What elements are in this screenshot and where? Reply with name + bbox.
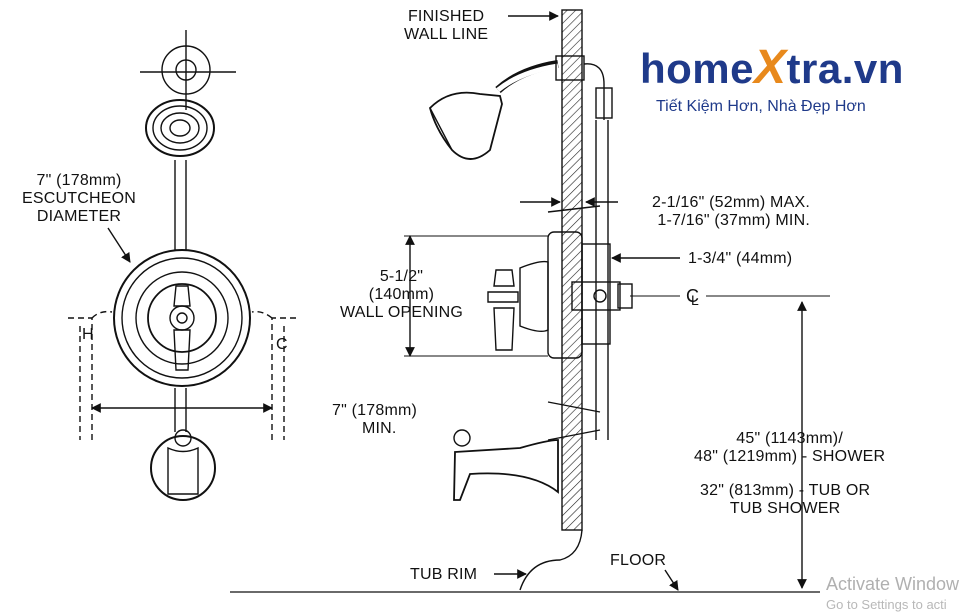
tub-height-1: 32" (813mm) - TUB OR (700, 482, 871, 499)
logo-home: home (640, 45, 755, 92)
wall-opening-word: WALL OPENING (340, 304, 464, 321)
centerline-l: L (691, 292, 699, 308)
logo-x: X (754, 41, 787, 94)
min-label: 1-7/16" (37mm) MIN. (657, 212, 810, 229)
finished-wall-line-label: FINISHED WALL LINE (404, 8, 488, 44)
logo-tra: tra.vn (786, 45, 904, 92)
front-view (68, 30, 296, 501)
max-min-label: 2-1/16" (52mm) MAX. 1-7/16" (37mm) MIN. (652, 194, 810, 230)
finished-label: FINISHED (407, 8, 485, 25)
side-view (230, 9, 830, 593)
escutcheon-size: 7" (178mm) (36, 172, 122, 189)
shower-height-1: 45" (1143mm)/ (736, 430, 843, 447)
logo-slogan: Tiết Kiệm Hơn, Nhà Đẹp Hơn (656, 98, 866, 115)
hot-label: H (82, 326, 94, 343)
tub-height-2: TUB SHOWER (729, 500, 841, 517)
shower-height-label: 45" (1143mm)/ 48" (1219mm) - SHOWER (694, 430, 885, 466)
escutcheon-label: 7" (178mm) ESCUTCHEON DIAMETER (22, 172, 136, 226)
shower-height-2: 48" (1219mm) - SHOWER (694, 448, 886, 465)
centerline-c: C (686, 286, 699, 306)
min-width-label: 7" (178mm) MIN. (332, 402, 417, 438)
homextra-logo: homeXtra.vn (640, 40, 904, 95)
settings-watermark: Go to Settings to acti (826, 597, 947, 612)
wall-opening-label: 5-1/2" (140mm) WALL OPENING (340, 268, 463, 322)
wall-opening-in: 5-1/2" (379, 268, 424, 285)
tub-rim-label: TUB RIM (410, 566, 478, 583)
floor-label: FLOOR (610, 552, 667, 569)
cold-label: C (276, 336, 288, 353)
diameter-word: DIAMETER (36, 208, 122, 225)
escutcheon-word: ESCUTCHEON (22, 190, 137, 207)
min-width-size: 7" (178mm) (332, 402, 418, 419)
wall-line-label: WALL LINE (404, 26, 489, 43)
tub-height-label: 32" (813mm) - TUB OR TUB SHOWER (700, 482, 870, 518)
activate-windows-watermark: Activate Window (826, 574, 960, 594)
min-width-min: MIN. (362, 420, 397, 437)
wall-opening-mm: (140mm) (368, 286, 435, 303)
depth-label: 1-3/4" (44mm) (688, 250, 793, 267)
max-label: 2-1/16" (52mm) MAX. (652, 194, 810, 211)
